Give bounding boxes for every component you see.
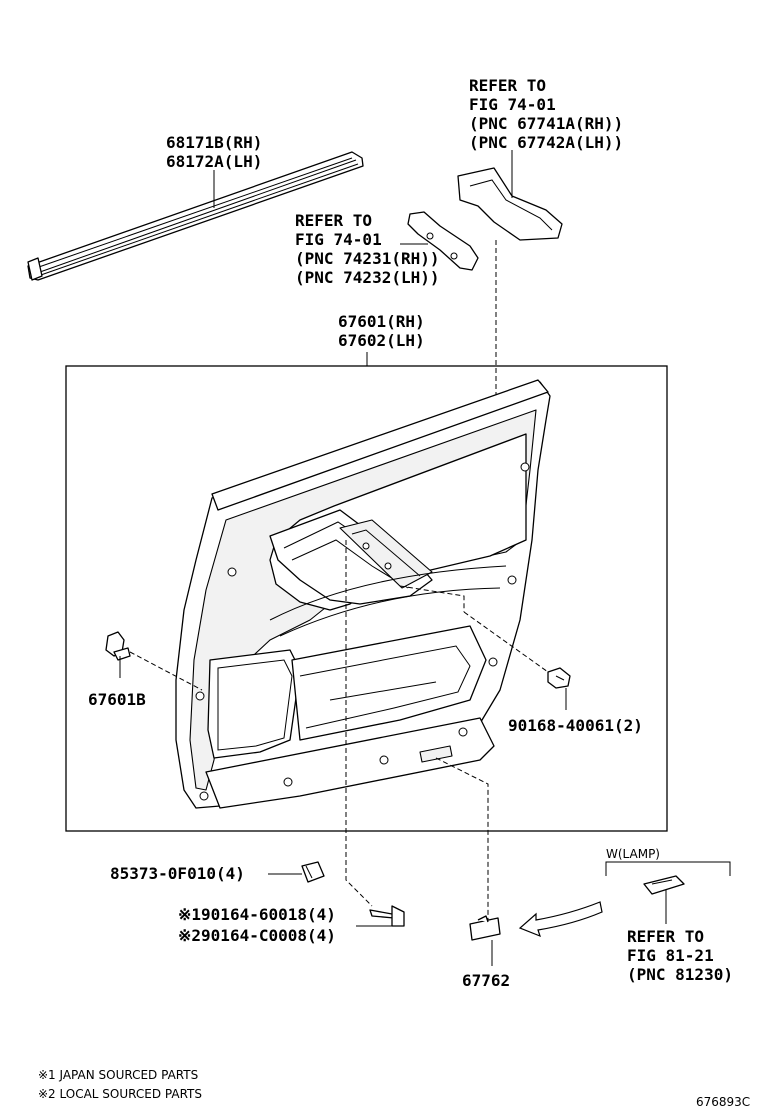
- trim-clip-part: [105, 631, 131, 678]
- arrow-icon: [518, 901, 603, 938]
- refer-c-line-3: (PNC 81230): [627, 965, 733, 984]
- weatherstrip-lh-label: 68172A(LH): [166, 152, 262, 171]
- screw-right-part: [547, 667, 571, 710]
- refer-c-line-1: REFER TO: [627, 927, 704, 946]
- door-weatherstrip: [27, 151, 364, 281]
- figure-id: 676893C: [696, 1095, 750, 1109]
- cover-part: [469, 915, 501, 966]
- refer-a-line-2: FIG 74-01: [469, 95, 556, 114]
- refer-a-line-3: (PNC 67741A(RH)): [469, 114, 623, 133]
- screw-lower-dash-line: [345, 540, 373, 907]
- screw-lower-part: [356, 905, 405, 927]
- upper-garnish-part: [457, 150, 563, 241]
- cover-label: 67762: [462, 971, 510, 990]
- refer-b-line-2: FIG 74-01: [295, 230, 382, 249]
- door-trim-board: [175, 379, 551, 809]
- refer-b-line-3: (PNC 74231(RH)): [295, 249, 440, 268]
- weatherstrip-rh-label: 68171B(RH): [166, 133, 262, 152]
- refer-c-line-2: FIG 81-21: [627, 946, 714, 965]
- refer-b-line-4: (PNC 74232(LH)): [295, 268, 440, 287]
- refer-a-line-4: (PNC 67742A(LH)): [469, 133, 623, 152]
- refer-b-line-1: REFER TO: [295, 211, 372, 230]
- clip-dash-line: [129, 651, 203, 691]
- screw-right-dash-1: [399, 585, 465, 612]
- screw-right-dash-2: [463, 611, 549, 673]
- nut-label: 85373-0F010(4): [110, 864, 245, 883]
- note-local-sourced: ※2 LOCAL SOURCED PARTS: [38, 1087, 202, 1101]
- inside-handle-bezel-part: [400, 211, 479, 271]
- screw-right-label: 90168-40061(2): [508, 716, 643, 735]
- door-trim-board-frame: [65, 365, 668, 832]
- note-japan-sourced: ※1 JAPAN SOURCED PARTS: [38, 1068, 198, 1082]
- nut-part: [268, 861, 325, 883]
- door-trim-board-rh-label: 67601(RH): [338, 312, 425, 331]
- door-trim-board-lh-label: 67602(LH): [338, 331, 425, 350]
- refer-a-line-1: REFER TO: [469, 76, 546, 95]
- cover-dash-line: [435, 757, 489, 920]
- lamp-group-label: W(LAMP): [606, 847, 660, 861]
- lamp-group-bracket: [605, 861, 731, 876]
- screw-jp-label: ※190164-60018(4): [178, 905, 336, 924]
- screw-local-label: ※290164-C0008(4): [178, 926, 336, 945]
- courtesy-lamp-part: [643, 875, 685, 924]
- clip-label: 67601B: [88, 690, 146, 709]
